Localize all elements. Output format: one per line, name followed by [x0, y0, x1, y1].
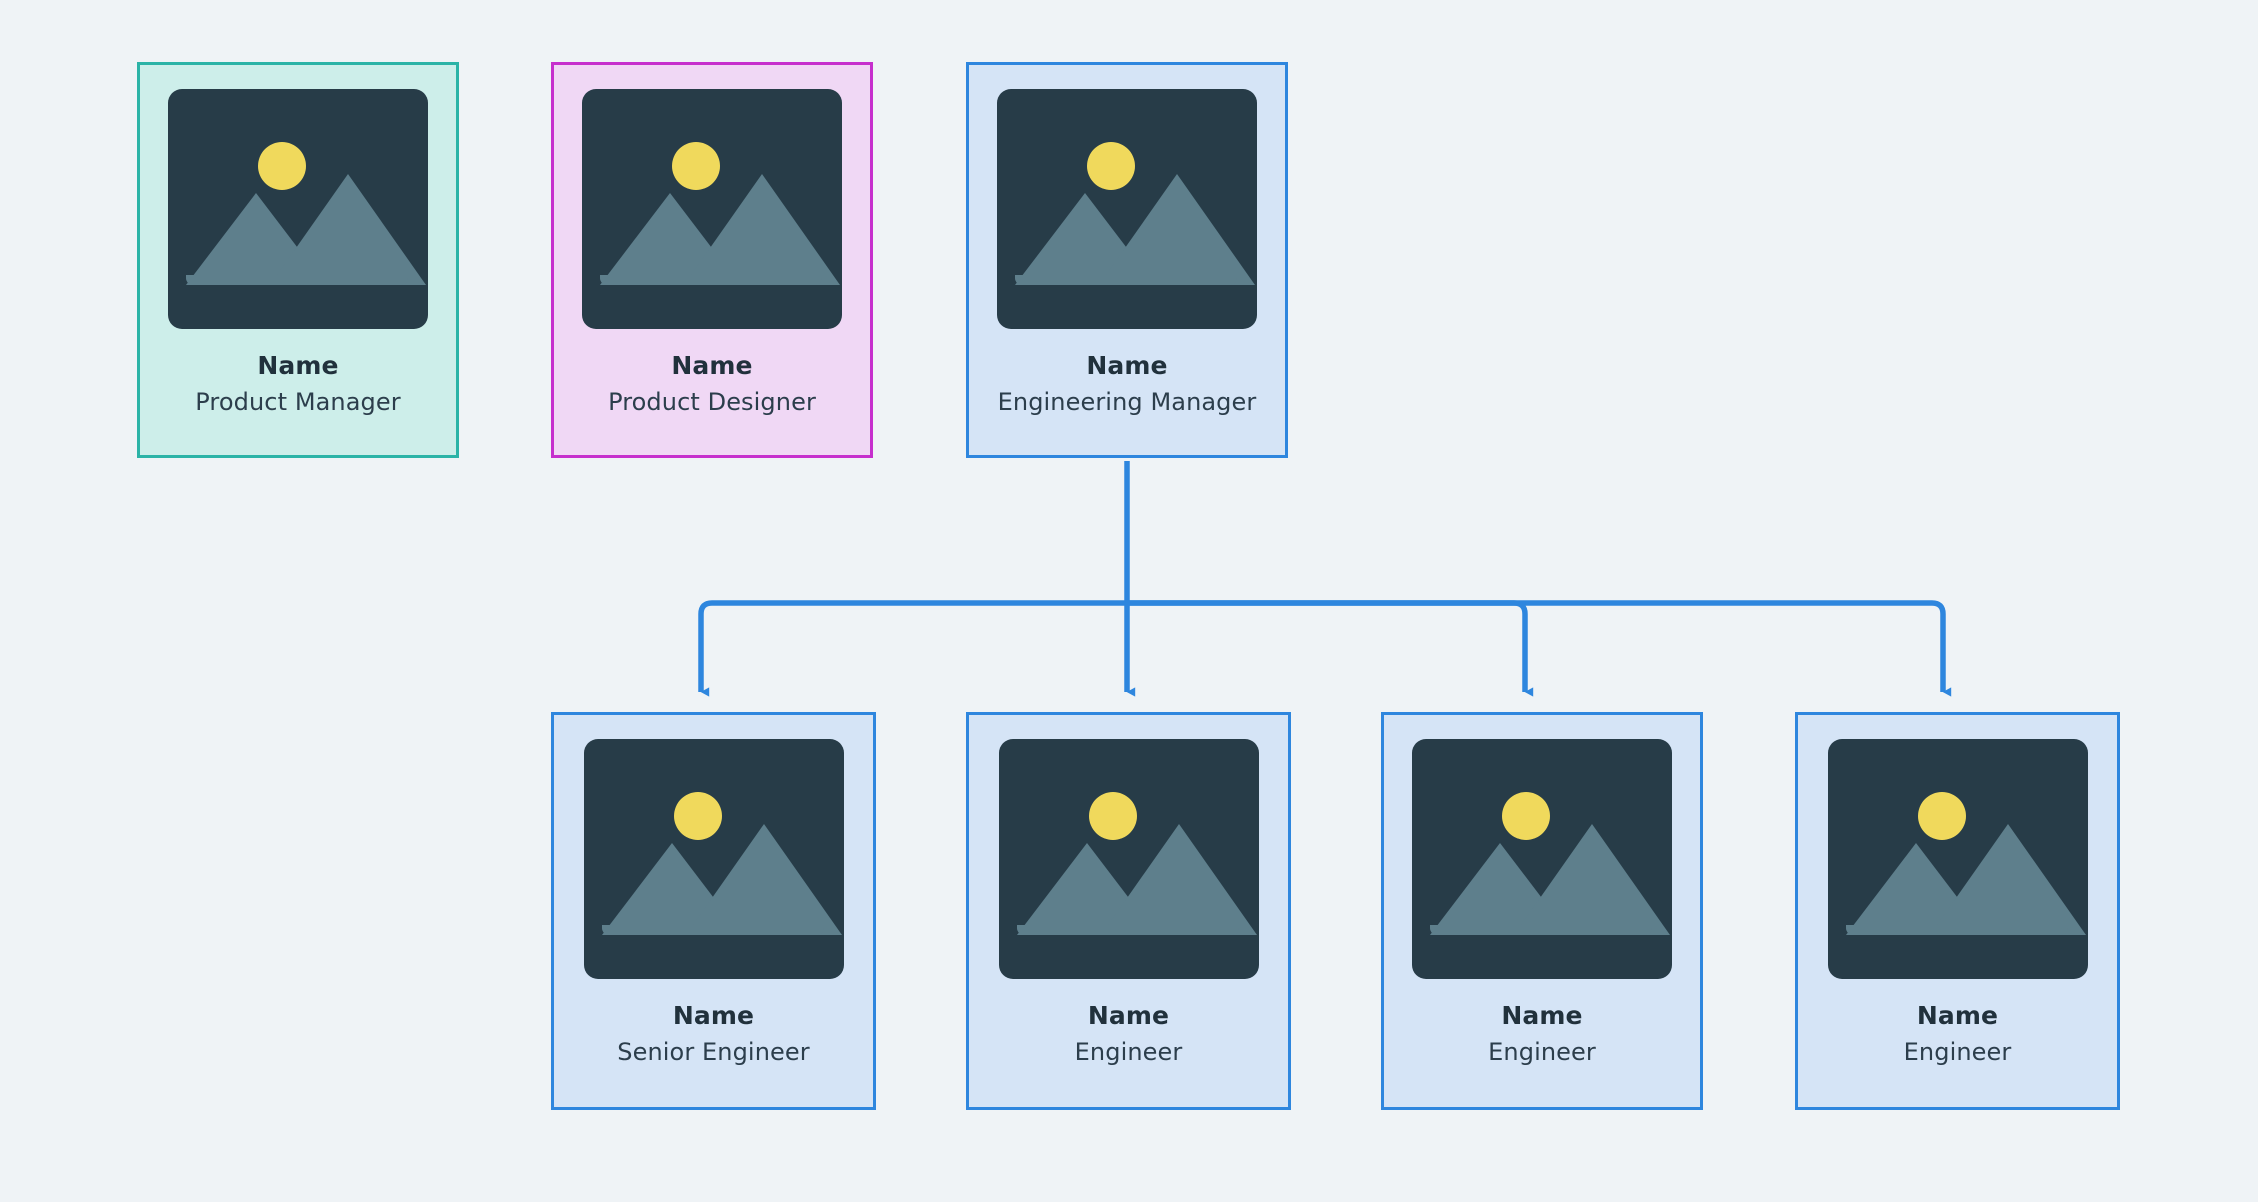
mountain-base	[186, 275, 408, 285]
card-engineering-manager[interactable]: Name Engineering Manager	[966, 62, 1288, 458]
card-name-label: Name	[1086, 351, 1168, 380]
mountain-right-icon	[1100, 824, 1257, 935]
card-name-label: Name	[1916, 1001, 1999, 1030]
card-engineer-2[interactable]: Name Engineer	[1381, 712, 1703, 1110]
mountain-base	[1016, 925, 1239, 935]
card-product-designer[interactable]: Name Product Designer	[551, 62, 873, 458]
card-name-label: Name	[1501, 1001, 1583, 1030]
card-engineer-3[interactable]: Name Engineer	[1795, 712, 2120, 1110]
card-product-manager[interactable]: Name Product Manager	[137, 62, 459, 458]
mountain-right-icon	[1929, 824, 2086, 935]
connector-to-engineer-3	[1127, 600, 1952, 697]
mountain-right-icon	[685, 824, 842, 935]
card-role-label: Engineer	[1488, 1038, 1596, 1066]
mountain-base	[600, 275, 822, 285]
image-placeholder-icon	[168, 89, 428, 329]
image-placeholder-icon	[1827, 739, 2088, 979]
card-engineer-1[interactable]: Name Engineer	[966, 712, 1291, 1110]
image-placeholder-icon	[997, 89, 1257, 329]
connector-to-senior-engineer	[698, 600, 1127, 697]
mountain-base	[1430, 925, 1652, 935]
card-role-label: Engineering Manager	[997, 388, 1257, 416]
mountain-right-icon	[684, 174, 840, 285]
card-senior-engineer[interactable]: Name Senior Engineer	[551, 712, 876, 1110]
card-role-label: Product Manager	[195, 388, 401, 416]
mountain-base	[1015, 275, 1237, 285]
mountain-right-icon	[1099, 174, 1255, 285]
card-name-label: Name	[1087, 1001, 1170, 1030]
card-name-label: Name	[671, 351, 753, 380]
image-placeholder-icon	[583, 739, 844, 979]
image-placeholder-icon	[1412, 739, 1672, 979]
mountain-base	[601, 925, 824, 935]
card-role-label: Engineer	[1903, 1038, 2012, 1066]
card-name-label: Name	[672, 1001, 755, 1030]
mountain-right-icon	[270, 174, 426, 285]
card-role-label: Product Designer	[608, 388, 816, 416]
mountain-base	[1845, 925, 2068, 935]
mountain-right-icon	[1514, 824, 1670, 935]
card-name-label: Name	[257, 351, 339, 380]
image-placeholder-icon	[998, 739, 1259, 979]
card-role-label: Engineer	[1074, 1038, 1183, 1066]
image-placeholder-icon	[582, 89, 842, 329]
connector-to-engineer-2	[1127, 600, 1534, 697]
card-role-label: Senior Engineer	[617, 1038, 810, 1066]
